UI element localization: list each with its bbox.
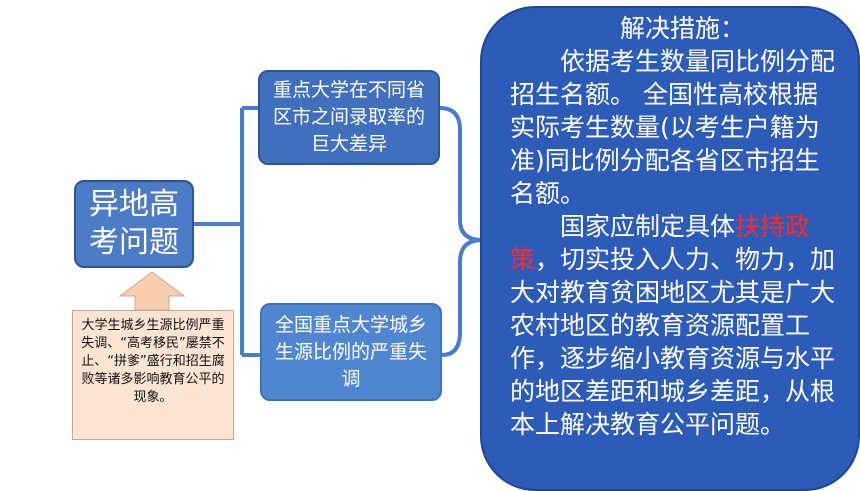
phenomena-note-box: 大学生城乡生源比例严重失调、“高考移民”屡禁不止、“拼爹”盛行和招生腐败等诸多影… bbox=[72, 310, 234, 440]
branches-to-solution-brace bbox=[439, 106, 483, 357]
branch-admission-gap-label: 重点大学在不同省区市之间录取率的巨大差异 bbox=[272, 79, 425, 155]
solution-box: 解决措施： 依据考生数量同比例分配招生名额。 全国性高校根据实际考生数量(以考生… bbox=[480, 6, 860, 491]
phenomena-note-text: 大学生城乡生源比例严重失调、“高考移民”屡禁不止、“拼爹”盛行和招生腐败等诸多影… bbox=[81, 318, 225, 405]
branch-admission-gap-box: 重点大学在不同省区市之间录取率的巨大差异 bbox=[258, 70, 440, 165]
solution-paragraph-2-rest: ，切实投入人力、物力，加大对教育贫困地区尤其是广大农村地区的教育资源配置工作，逐… bbox=[510, 245, 836, 439]
solution-title: 解决措施： bbox=[620, 14, 746, 43]
solution-paragraph-1: 依据考生数量同比例分配招生名额。 全国性高校根据实际考生数量(以考生户籍为准)同… bbox=[510, 47, 836, 208]
root-topic-box: 异地高考问题 bbox=[74, 180, 194, 268]
note-up-arrow bbox=[118, 271, 186, 311]
branch-urban-rural-ratio-box: 全国重点大学城乡生源比例的严重失调 bbox=[260, 303, 442, 401]
root-topic-label: 异地高考问题 bbox=[89, 187, 179, 260]
solution-paragraph-2: 国家应制定具体扶持政策，切实投入人力、物力，加大对教育贫困地区尤其是广大农村地区… bbox=[510, 210, 840, 441]
branch-urban-rural-ratio-label: 全国重点大学城乡生源比例的严重失调 bbox=[274, 313, 427, 390]
support-policy-highlight: 扶持政策 bbox=[510, 212, 811, 274]
root-to-branches-bracket bbox=[194, 106, 260, 357]
solution-paragraph-2-start: 国家应制定具体 bbox=[560, 212, 736, 241]
